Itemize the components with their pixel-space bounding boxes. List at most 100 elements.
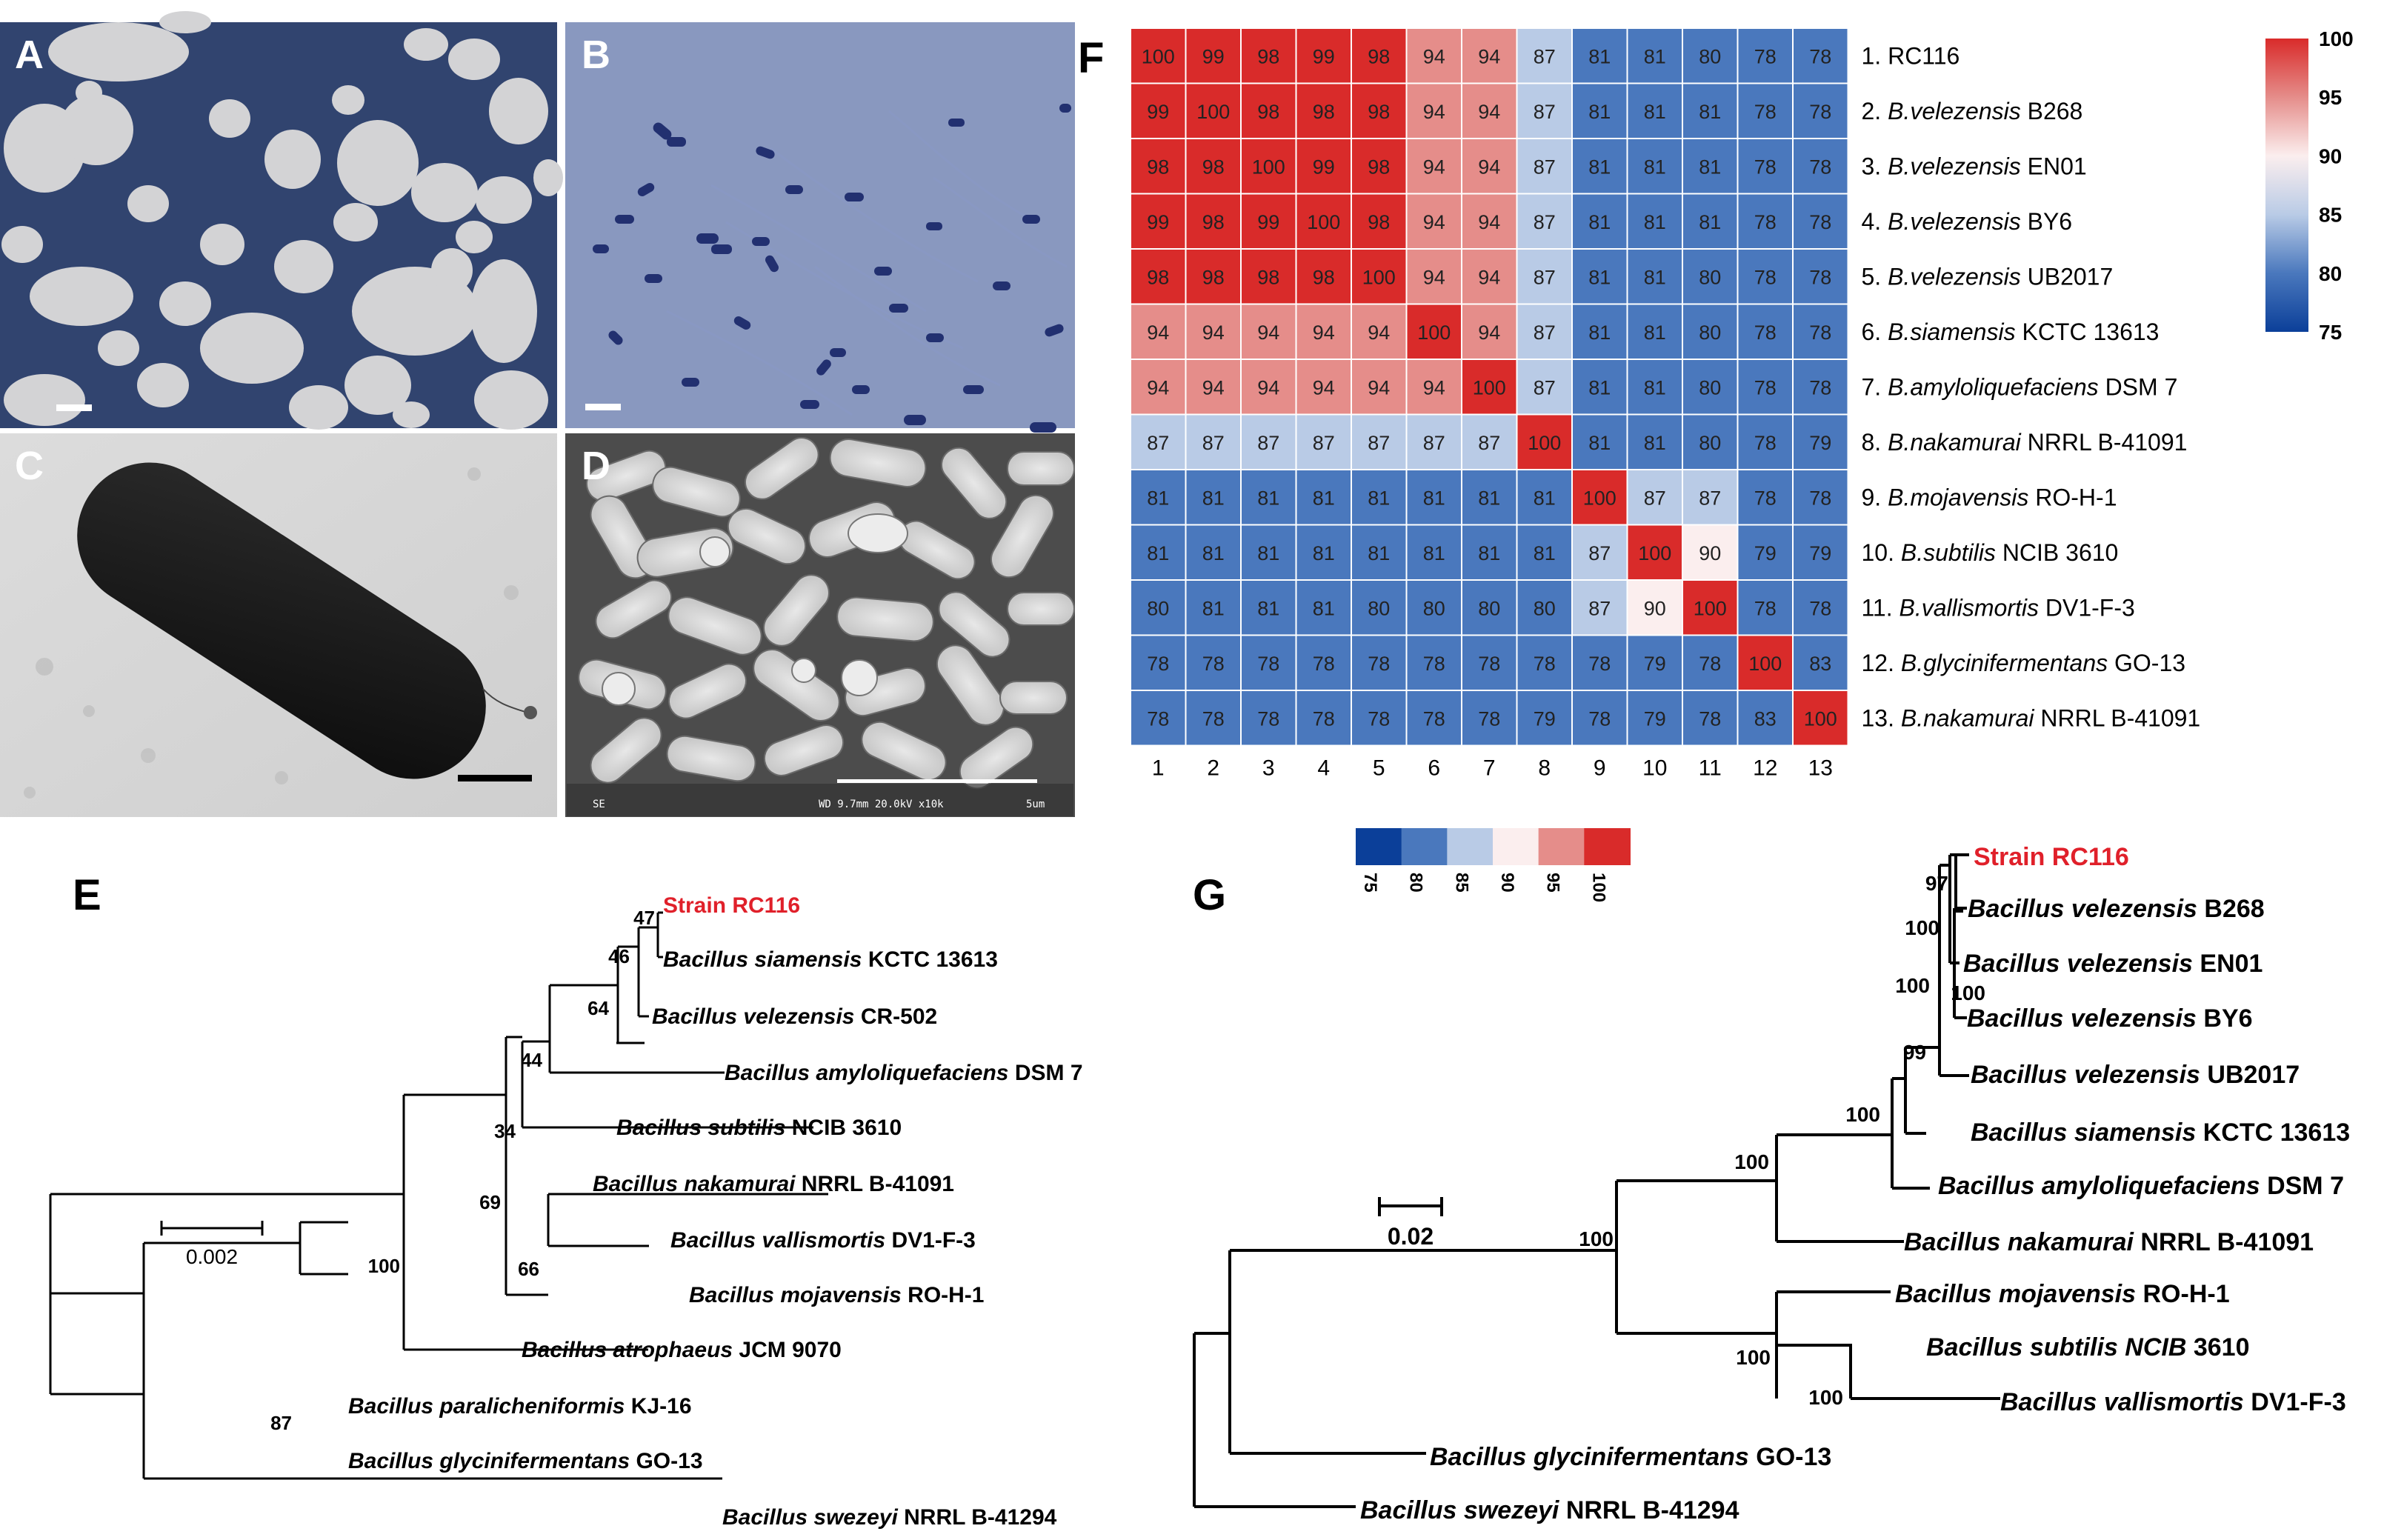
tree-e-bootstrap: 44 <box>521 1049 542 1071</box>
heatmap-cell <box>1571 82 1628 139</box>
heatmap-cell <box>1130 303 1187 360</box>
heatmap-value: 78 <box>1368 653 1390 675</box>
heatmap-cell <box>1792 469 1849 526</box>
heatmap-value: 99 <box>1257 211 1279 233</box>
heatmap-value: 98 <box>1147 266 1169 288</box>
heatmap-cell <box>1737 303 1794 360</box>
heatmap-value: 81 <box>1588 211 1611 233</box>
heatmap-value: 94 <box>1478 45 1500 67</box>
heatmap-cell <box>1792 193 1849 250</box>
bottom-legend-swatch <box>1356 828 1402 865</box>
heatmap-value: 81 <box>1644 321 1666 344</box>
tree-e-bootstrap: 46 <box>608 945 630 967</box>
heatmap-col-label: 6 <box>1428 756 1440 781</box>
heatmap-cell <box>1682 469 1739 526</box>
legend-tick-label: 90 <box>2319 144 2342 167</box>
heatmap-cell <box>1516 413 1573 470</box>
heatmap-value: 80 <box>1699 432 1721 454</box>
legend-tick-label: 85 <box>2319 204 2342 227</box>
heatmap-value: 98 <box>1368 211 1390 233</box>
heatmap-value: 78 <box>1809 321 1831 344</box>
tree-g-tip-label: Bacillus mojavensis RO-H-1 <box>1895 1280 2230 1308</box>
heatmap-row-label: 8. B.nakamurai NRRL B-41091 <box>1862 429 2188 456</box>
heatmap-cell <box>1295 193 1352 250</box>
heatmap-cell <box>1516 634 1573 691</box>
heatmap-value: 78 <box>1423 707 1445 730</box>
tree-g-bootstrap: 100 <box>1579 1227 1614 1250</box>
heatmap-cell <box>1351 303 1408 360</box>
heatmap-value: 87 <box>1478 432 1500 454</box>
heatmap-value: 100 <box>1307 211 1340 233</box>
heatmap-cell <box>1682 82 1739 139</box>
heatmap-cell <box>1351 138 1408 195</box>
heatmap-cell <box>1571 690 1628 747</box>
heatmap-value: 98 <box>1257 101 1279 123</box>
heatmap-cell <box>1737 193 1794 250</box>
heatmap-value: 94 <box>1423 211 1445 233</box>
heatmap-cell <box>1185 413 1242 470</box>
heatmap-value: 98 <box>1257 45 1279 67</box>
heatmap-cell <box>1461 359 1518 416</box>
heatmap-cell <box>1185 524 1242 581</box>
heatmap-cell <box>1240 413 1297 470</box>
panel-label-d: D <box>582 444 610 488</box>
heatmap-value: 78 <box>1754 376 1777 399</box>
heatmap-value: 81 <box>1699 101 1721 123</box>
tree-g-tip-label: Bacillus subtilis NCIB 3610 <box>1926 1333 2250 1361</box>
heatmap-value: 81 <box>1202 542 1225 564</box>
heatmap-cell <box>1792 248 1849 305</box>
heatmap-cell <box>1626 690 1683 747</box>
tree-e-tip-label: Bacillus nakamurai NRRL B-41091 <box>593 1172 954 1196</box>
heatmap-value: 100 <box>1528 432 1561 454</box>
heatmap-value: 81 <box>1313 542 1335 564</box>
heatmap-value: 100 <box>1142 45 1175 67</box>
heatmap-value: 80 <box>1423 597 1445 619</box>
bottom-legend-swatch <box>1584 828 1631 865</box>
heatmap-cell <box>1792 303 1849 360</box>
panel-label-f: F <box>1078 34 1104 82</box>
heatmap-row-label: 5. B.velezensis UB2017 <box>1862 263 2114 290</box>
heatmap-value: 81 <box>1644 211 1666 233</box>
heatmap-value: 83 <box>1754 707 1777 730</box>
heatmap-value: 78 <box>1423 653 1445 675</box>
heatmap-cell <box>1571 634 1628 691</box>
heatmap-value: 94 <box>1202 376 1225 399</box>
heatmap-value: 87 <box>1644 487 1666 509</box>
heatmap-cell <box>1461 248 1518 305</box>
heatmap-cell <box>1130 690 1187 747</box>
tree-g-tip-label: Bacillus siamensis KCTC 13613 <box>1971 1119 2350 1147</box>
heatmap-value: 98 <box>1368 101 1390 123</box>
heatmap-value: 81 <box>1478 487 1500 509</box>
tree-g-branches <box>1193 853 2000 1508</box>
heatmap-row-label: 1. RC116 <box>1862 42 1960 69</box>
heatmap-value: 80 <box>1368 597 1390 619</box>
heatmap-value: 94 <box>1368 376 1390 399</box>
heatmap-value: 81 <box>1644 45 1666 67</box>
heatmap-value: 81 <box>1478 542 1500 564</box>
heatmap-cell <box>1351 634 1408 691</box>
heatmap-cell <box>1626 413 1683 470</box>
heatmap-value: 78 <box>1809 45 1831 67</box>
heatmap-value: 79 <box>1534 707 1556 730</box>
tree-g-tip-label: Bacillus velezensis EN01 <box>1963 950 2263 978</box>
heatmap-value: 80 <box>1699 266 1721 288</box>
heatmap-row-label: 7. B.amyloliquefaciens DSM 7 <box>1862 373 2178 400</box>
heatmap-value: 94 <box>1202 321 1225 344</box>
bottom-legend-tick: 75 <box>1360 873 1380 893</box>
heatmap-value: 94 <box>1478 101 1500 123</box>
heatmap-value: 81 <box>1588 376 1611 399</box>
heatmap-cell <box>1516 82 1573 139</box>
heatmap-value: 98 <box>1202 211 1225 233</box>
heatmap-cell <box>1130 413 1187 470</box>
bottom-legend-swatch <box>1401 828 1448 865</box>
heatmap-value: 98 <box>1313 101 1335 123</box>
heatmap-cell <box>1461 138 1518 195</box>
sem-info-right: WD 9.7mm 20.0kV x10k <box>819 799 944 810</box>
heatmap-value: 78 <box>1478 653 1500 675</box>
heatmap-cell <box>1571 524 1628 581</box>
heatmap-cell <box>1571 579 1628 636</box>
legend-tick-label: 100 <box>2319 27 2354 50</box>
heatmap-value: 81 <box>1644 101 1666 123</box>
